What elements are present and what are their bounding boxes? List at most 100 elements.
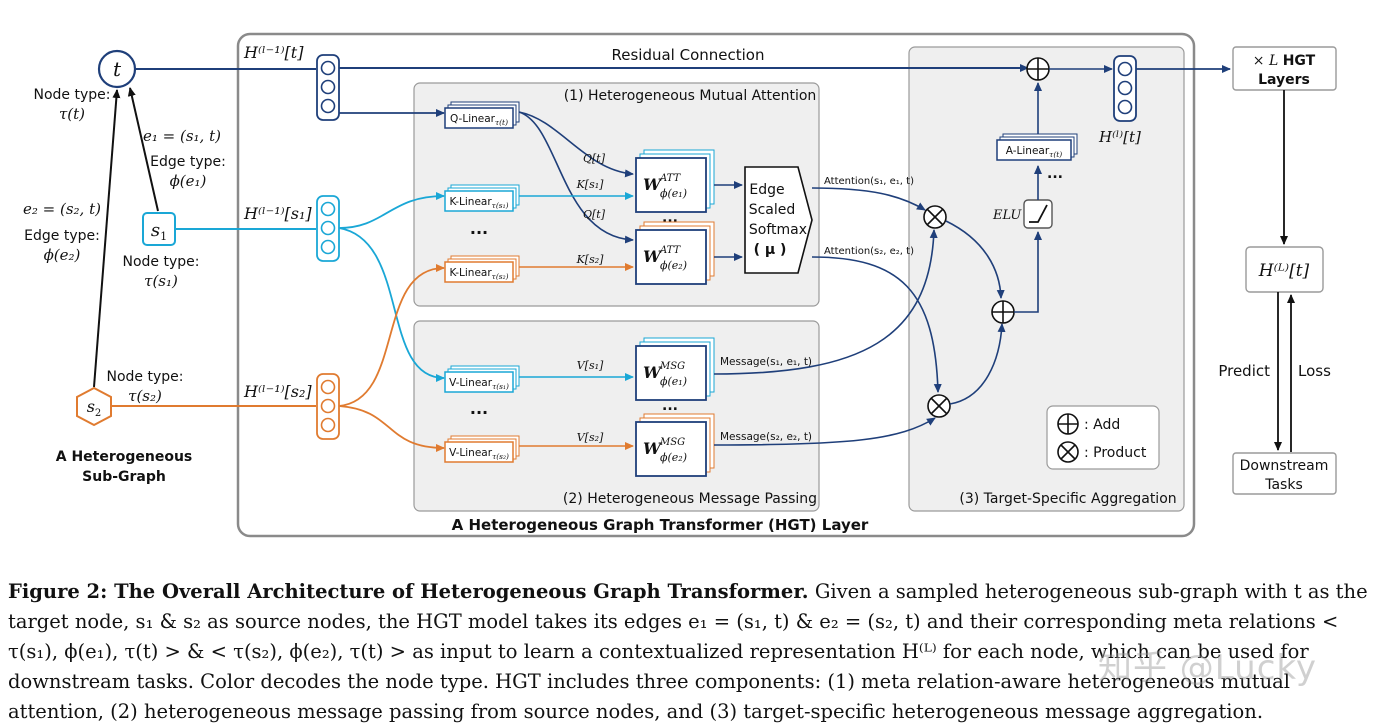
prod1-to-add <box>945 220 1005 299</box>
embedding-out <box>1113 55 1137 122</box>
s1-type-label: Node type: <box>123 254 200 270</box>
caption-label: Figure 2: The Overall Architecture of He… <box>8 580 809 603</box>
loss-label: Loss <box>1298 362 1331 380</box>
v-linear-dots: ... <box>470 399 488 418</box>
e2-type-label: Edge type: <box>24 228 100 244</box>
e1-def: e₁ = (s₁, t) <box>143 127 221 145</box>
subgraph-title-1: A Heterogeneous <box>56 449 193 465</box>
final-embedding-box <box>1245 246 1324 293</box>
svg-text:W: W <box>643 363 663 382</box>
watermark: 知乎 @Lucky <box>1098 648 1317 688</box>
product-op-1 <box>923 205 947 229</box>
w-msg-e1-box: W MSG ϕ(e₁) <box>635 337 715 401</box>
caption-body: Given a sampled heterogeneous sub-graph … <box>8 580 1368 723</box>
attention-title: (1) Heterogeneous Mutual Attention <box>564 88 817 104</box>
svg-text:K-Linearτ(s₁): K-Linearτ(s₁) <box>449 196 508 210</box>
svg-text:W: W <box>643 439 663 458</box>
attention1-line <box>811 187 926 211</box>
svg-text:MSG: MSG <box>659 437 685 448</box>
attention1-label: Attention(s₁, e₁, t) <box>824 176 914 187</box>
e1-type-label: Edge type: <box>150 154 226 170</box>
legend-add-icon <box>1057 413 1079 435</box>
message1-label: Message(s₁, e₁, t) <box>720 356 812 368</box>
w-msg-e2-box: W MSG ϕ(e₂) <box>635 413 715 477</box>
svg-text:W: W <box>643 175 663 194</box>
svg-text:ATT: ATT <box>659 245 682 256</box>
node-s1-label: s1 <box>151 220 167 243</box>
layers-label-1: × L HGT <box>1253 53 1316 69</box>
alinear-dots: ... <box>1047 166 1063 182</box>
edge-s1-t <box>127 87 159 212</box>
node-t-label: t <box>113 57 122 81</box>
svg-text:ϕ(e₁): ϕ(e₁) <box>660 375 687 388</box>
prod2-to-add <box>949 323 1006 405</box>
s2-type-label: Node type: <box>107 369 184 385</box>
q-linear-box: Q-Linearτ(t) <box>444 101 520 129</box>
embedding-s1 <box>316 195 340 262</box>
embedding-s2 <box>316 373 340 440</box>
e1-type-value: ϕ(e₁) <box>170 172 207 190</box>
aggregation-panel <box>908 46 1185 512</box>
a-linear-box: A-Linearτ(t) <box>996 133 1078 161</box>
downstream-label-2: Tasks <box>1264 477 1303 493</box>
svg-text:K-Linearτ(s₂): K-Linearτ(s₂) <box>449 267 508 281</box>
final-embedding-label: H⁽ᴸ⁾[t] <box>1258 261 1310 281</box>
elu-label: ELU <box>992 208 1022 223</box>
q-to-watt2 <box>518 111 634 244</box>
w-att-e1-box: W ATT ϕ(e₁) <box>635 149 715 213</box>
h-t-label: H⁽ˡ⁻¹⁾[t] <box>243 43 304 62</box>
q-t-label2: Q[t] <box>583 208 606 221</box>
k-s1-label: K[s₁] <box>576 178 605 191</box>
legend-product-icon <box>1057 441 1079 463</box>
t-type-value: τ(t) <box>59 105 85 123</box>
w-msg-dots: ... <box>662 398 678 414</box>
svg-text:A-Linearτ(t): A-Linearτ(t) <box>1006 145 1062 159</box>
svg-text:ϕ(e₁): ϕ(e₁) <box>660 187 687 200</box>
e2-type-value: ϕ(e₂) <box>44 246 81 264</box>
svg-text:ϕ(e₂): ϕ(e₂) <box>660 451 687 464</box>
v-linear-s1-box: V-Linearτ(s₁) <box>444 365 520 393</box>
add-op-aggregate <box>991 300 1015 324</box>
attention2-line <box>811 256 942 393</box>
message2-label: Message(s₂, e₂, t) <box>720 431 812 443</box>
message1-line <box>713 229 938 375</box>
svg-text:V-Linearτ(s₁): V-Linearτ(s₁) <box>449 377 509 391</box>
attention-panel <box>413 82 820 307</box>
k-s2-label: K[s₂] <box>576 253 605 266</box>
k-linear-s2-box: K-Linearτ(s₂) <box>444 255 520 283</box>
softmax-line1: Edge <box>749 182 784 198</box>
hgt-architecture-diagram: (1) Heterogeneous Mutual Attention (2) H… <box>23 32 1337 538</box>
node-s2-label: s2 <box>87 397 102 419</box>
add-to-elu <box>1014 231 1042 313</box>
message-title: (2) Heterogeneous Message Passing <box>563 491 817 507</box>
h-out-label: H⁽ˡ⁾[t] <box>1098 128 1141 146</box>
add-op-residual <box>1026 57 1050 81</box>
message2-line <box>713 417 936 446</box>
svg-text:V-Linearτ(s₂): V-Linearτ(s₂) <box>449 447 509 461</box>
q-to-watt1 <box>518 111 634 178</box>
h-s2-label: H⁽ˡ⁻¹⁾[s₂] <box>243 382 312 401</box>
s1-to-v1-line <box>338 227 445 382</box>
s1-to-k1-line <box>338 192 445 229</box>
k-linear-s1-box: K-Linearτ(s₁) <box>444 184 520 212</box>
softmax-line2: Scaled <box>749 202 796 218</box>
svg-text:MSG: MSG <box>659 361 685 372</box>
e2-def: e₂ = (s₂, t) <box>23 200 101 218</box>
softmax-line3: Softmax <box>749 222 807 238</box>
svg-text:Q-Linearτ(t): Q-Linearτ(t) <box>450 113 508 127</box>
softmax-line4: ( μ ) <box>754 242 787 258</box>
v-s2-label: V[s₂] <box>577 431 604 444</box>
residual-label: Residual Connection <box>612 46 765 64</box>
product-op-2 <box>927 394 951 418</box>
node-s2[interactable] <box>76 386 112 427</box>
q-t-label1: Q[t] <box>583 152 606 165</box>
h-s1-label: H⁽ˡ⁻¹⁾[s₁] <box>243 204 312 223</box>
attention2-label: Attention(s₂, e₂, t) <box>824 246 914 257</box>
t-type-label: Node type: <box>34 87 111 103</box>
layer-title: A Heterogeneous Graph Transformer (HGT) … <box>452 516 869 534</box>
v-s1-label: V[s₁] <box>577 359 604 372</box>
edge-scaled-softmax-block <box>744 166 813 274</box>
s1-type-value: τ(s₁) <box>144 272 178 290</box>
svg-text:ATT: ATT <box>659 173 682 184</box>
s2-type-value: τ(s₂) <box>128 387 162 405</box>
